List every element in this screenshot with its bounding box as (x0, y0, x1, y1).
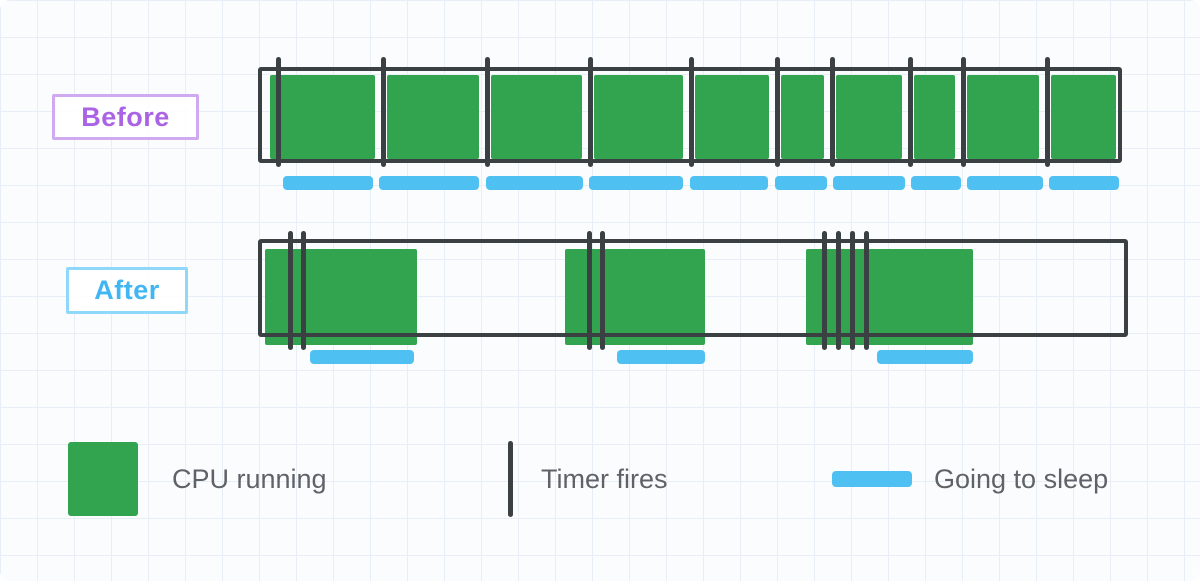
timer-fire-tick (850, 231, 855, 350)
timer-fire-tick (301, 231, 306, 350)
sleep-dash (589, 176, 683, 190)
sleep-dash (310, 350, 414, 364)
cpu-running-segment (967, 75, 1039, 159)
timer-fire-tick (588, 57, 593, 167)
sleep-dash (775, 176, 827, 190)
sleep-dash (877, 350, 973, 364)
before-label: Before (52, 94, 199, 140)
going-to-sleep-swatch (832, 471, 912, 487)
after-label: After (66, 267, 188, 314)
timer-fire-tick (830, 57, 835, 167)
sleep-dash (379, 176, 479, 190)
legend-label-timer-fires: Timer fires (541, 463, 668, 494)
sleep-dash (690, 176, 768, 190)
after-timeline-frame (258, 239, 1128, 337)
timer-fire-tick (836, 231, 841, 350)
cpu-running-segment (1051, 75, 1116, 159)
cpu-running-segment (781, 75, 824, 159)
sleep-dash (617, 350, 705, 364)
timer-fire-tick (864, 231, 869, 350)
timer-fire-tick (288, 231, 293, 350)
sleep-dash (911, 176, 961, 190)
cpu-running-segment (270, 75, 375, 159)
cpu-running-segment (695, 75, 769, 159)
sleep-dash (283, 176, 373, 190)
legend-item-cpu-running: CPU running (68, 441, 327, 517)
before-label-text: Before (81, 101, 170, 132)
legend-item-going-to-sleep: Going to sleep (832, 441, 1108, 517)
cpu-running-segment (387, 75, 479, 159)
timer-fire-tick (822, 231, 827, 350)
timer-fire-tick (1045, 57, 1050, 167)
cpu-running-segment (491, 75, 582, 159)
legend-label-going-to-sleep: Going to sleep (934, 463, 1109, 494)
legend-item-timer-fires: Timer fires (508, 441, 668, 517)
after-label-text: After (94, 275, 160, 305)
timer-fire-tick (961, 57, 966, 167)
timer-fires-swatch (508, 441, 513, 517)
timer-fire-tick (908, 57, 913, 167)
cpu-running-swatch (68, 442, 138, 516)
timer-fire-tick (600, 231, 605, 350)
cpu-running-segment (836, 75, 902, 159)
timer-fire-tick (775, 57, 780, 167)
cpu-running-segment (806, 249, 973, 345)
timer-fire-tick (485, 57, 490, 167)
sleep-dash (833, 176, 905, 190)
timer-fire-tick (689, 57, 694, 167)
sleep-dash (1049, 176, 1119, 190)
cpu-running-segment (594, 75, 683, 159)
sleep-dash (486, 176, 583, 190)
sleep-dash (967, 176, 1043, 190)
legend-label-cpu-running: CPU running (172, 463, 327, 494)
timer-fire-tick (381, 57, 386, 167)
timer-fire-tick (587, 231, 592, 350)
timer-fire-tick (276, 57, 281, 167)
cpu-running-segment (914, 75, 955, 159)
